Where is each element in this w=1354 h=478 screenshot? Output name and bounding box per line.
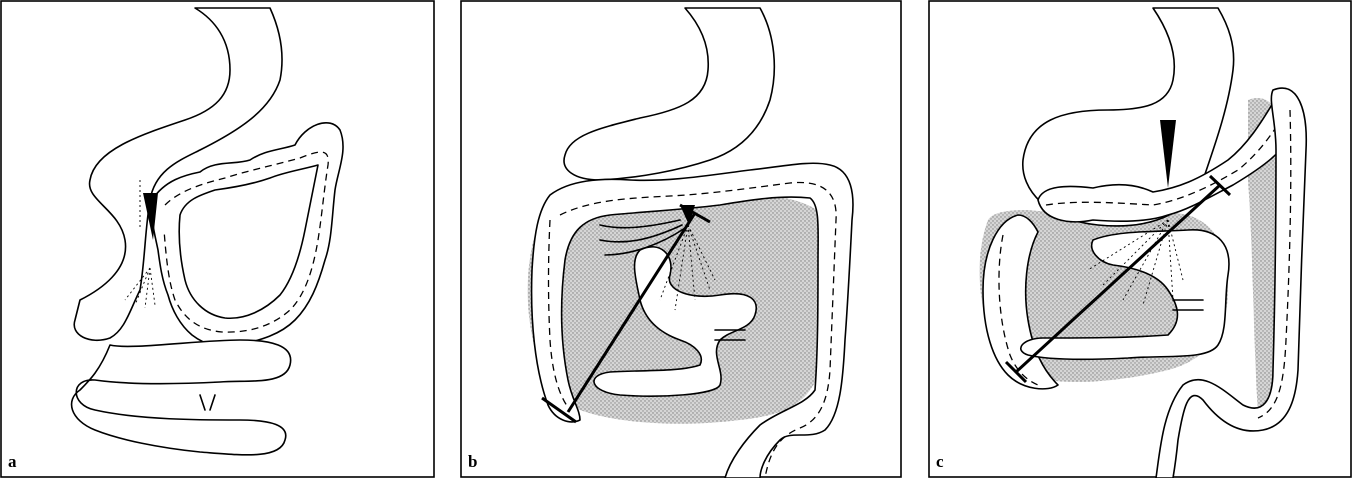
diagram-a — [0, 0, 437, 478]
panel-a: a — [0, 0, 437, 478]
panel-label-c: c — [936, 452, 944, 472]
diagram-c — [928, 0, 1354, 478]
panel-label-b: b — [468, 452, 477, 472]
panel-b: b — [460, 0, 904, 478]
panel-label-a: a — [8, 452, 17, 472]
diagram-b — [460, 0, 904, 478]
panel-c: c — [928, 0, 1354, 478]
frame-a — [1, 1, 434, 477]
